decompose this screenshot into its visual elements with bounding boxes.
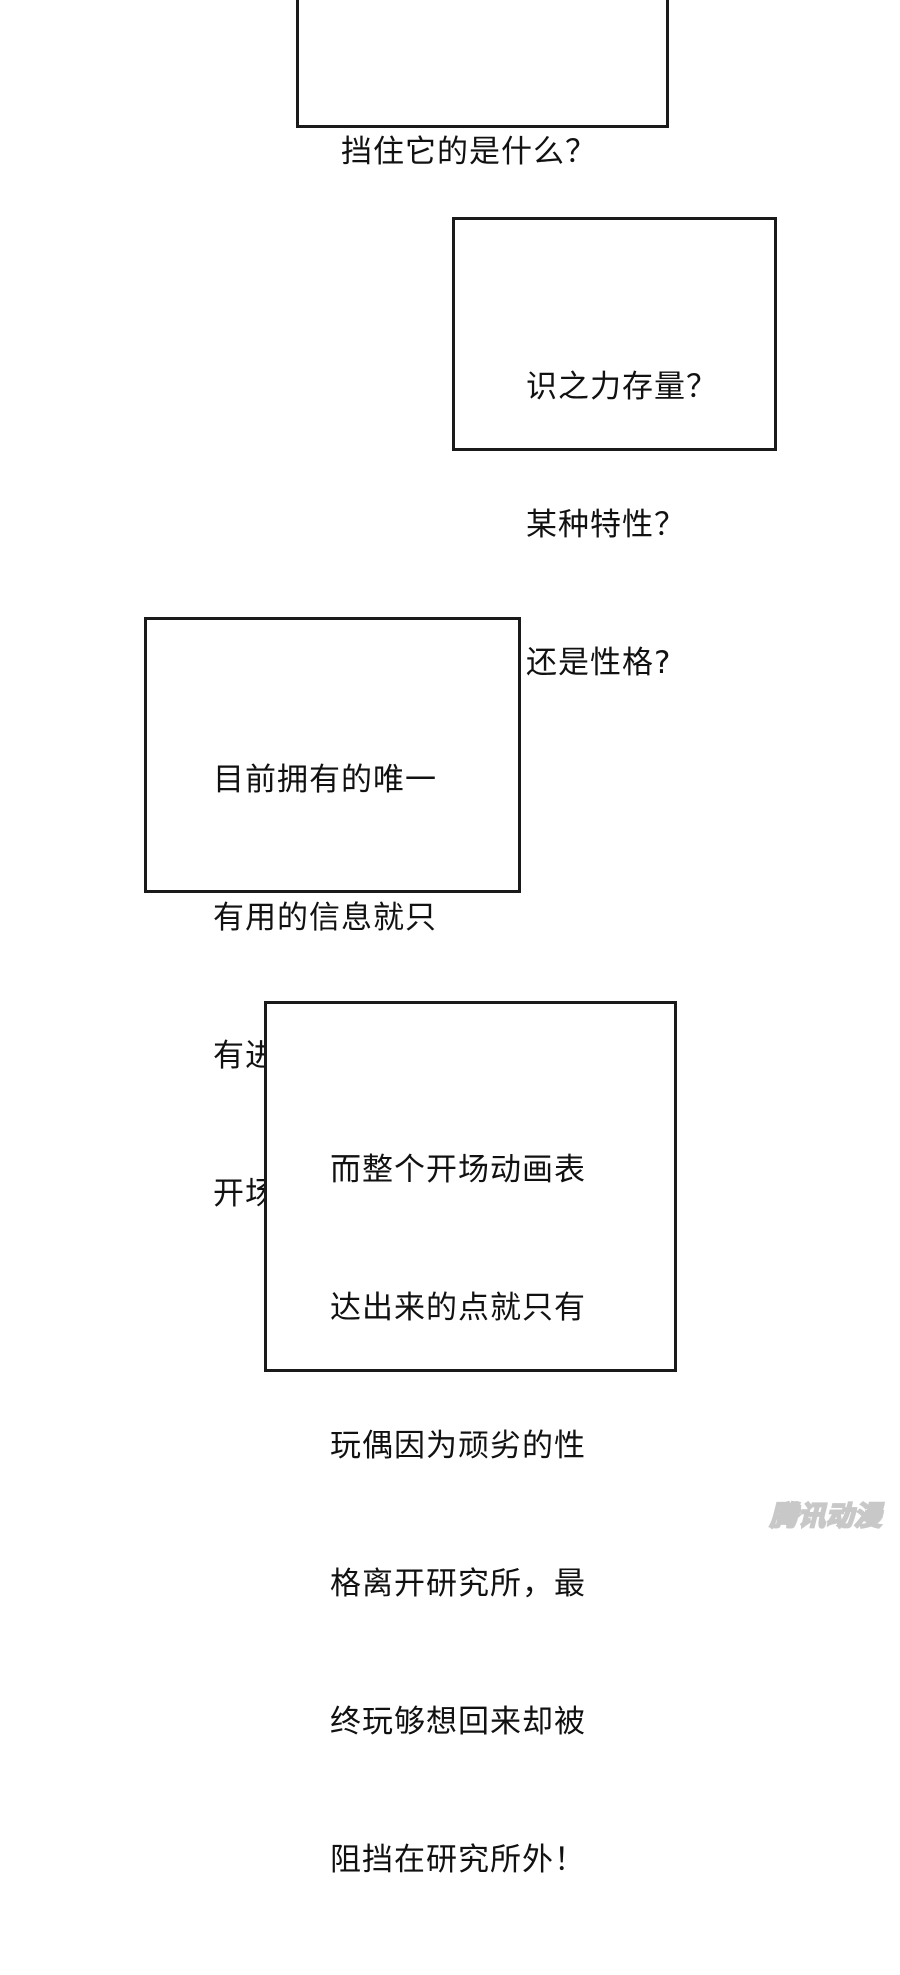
- caption-text-2: 识之力存量？ 某种特性？ 还是性格?: [526, 272, 718, 778]
- caption-line: 还是性格?: [526, 645, 672, 681]
- caption-line: 终玩够想回来却被: [330, 1704, 586, 1740]
- caption-box-3: 目前拥有的唯一 有用的信息就只 有进入秘境时的 开场动画，: [144, 617, 521, 1212]
- caption-line: 目前拥有的唯一: [213, 762, 437, 798]
- caption-line: 有用的信息就只: [213, 900, 437, 936]
- caption-line: 而整个开场动画表: [330, 1152, 586, 1188]
- caption-line: 达出来的点就只有: [330, 1290, 586, 1326]
- caption-line: 玩偶因为顽劣的性: [330, 1428, 586, 1464]
- caption-text-1: 挡住它的是什么？: [341, 37, 597, 267]
- caption-text-4: 而整个开场动画表 达出来的点就只有 玩偶因为顽劣的性 格离开研究所，最 终玩够想…: [330, 1055, 586, 1975]
- caption-line: 识之力存量？: [526, 369, 718, 405]
- caption-line: 格离开研究所，最: [330, 1566, 586, 1602]
- caption-line: 某种特性？: [526, 507, 686, 543]
- watermark-logo: 腾讯动漫: [769, 1500, 882, 1533]
- caption-line: 阻挡在研究所外！: [330, 1842, 586, 1878]
- caption-box-4: 而整个开场动画表 达出来的点就只有 玩偶因为顽劣的性 格离开研究所，最 终玩够想…: [264, 1001, 677, 1878]
- caption-box-1: 挡住它的是什么？: [296, 0, 669, 170]
- caption-line: 挡住它的是什么？: [341, 134, 597, 170]
- caption-box-2: 识之力存量？ 某种特性？ 还是性格?: [452, 217, 777, 681]
